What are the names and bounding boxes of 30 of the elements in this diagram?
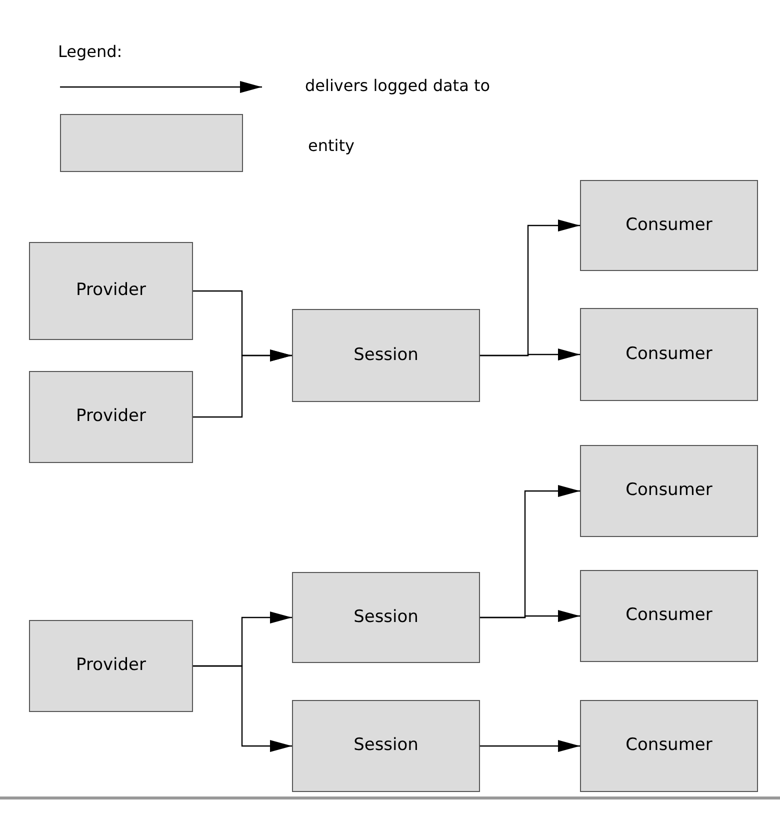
entity-box xyxy=(292,309,480,402)
connector-arrow xyxy=(193,665,292,752)
connector-arrow xyxy=(193,350,292,418)
entity-label: Session xyxy=(354,344,418,367)
legend-text: entity xyxy=(308,135,354,157)
legend-heading: Legend: xyxy=(58,41,122,63)
entity-label: Consumer xyxy=(626,734,712,758)
connector-arrow xyxy=(480,740,580,752)
entity-label: Consumer xyxy=(626,214,712,237)
entity-label: Provider xyxy=(76,405,146,428)
entity-box xyxy=(292,700,480,792)
entity-label: Consumer xyxy=(626,342,712,366)
entity-box xyxy=(580,570,758,662)
entity-label: Session xyxy=(354,734,418,758)
entity-box xyxy=(580,700,758,792)
entity-box xyxy=(580,445,758,537)
entity-label: Provider xyxy=(76,279,146,302)
entity-box xyxy=(292,572,480,663)
entity-label: Provider xyxy=(76,654,146,678)
entity-box xyxy=(580,308,758,401)
entity-label: Session xyxy=(354,606,418,629)
entity-label: Consumer xyxy=(626,479,712,502)
connector-arrow xyxy=(480,610,580,622)
entity-box xyxy=(29,371,193,463)
connector-arrow xyxy=(480,348,580,360)
entity-box xyxy=(29,620,193,712)
entity-box xyxy=(580,180,758,271)
legend-text: delivers logged data to xyxy=(305,75,490,97)
entity-box xyxy=(29,242,193,340)
entity-label: Consumer xyxy=(626,604,712,628)
